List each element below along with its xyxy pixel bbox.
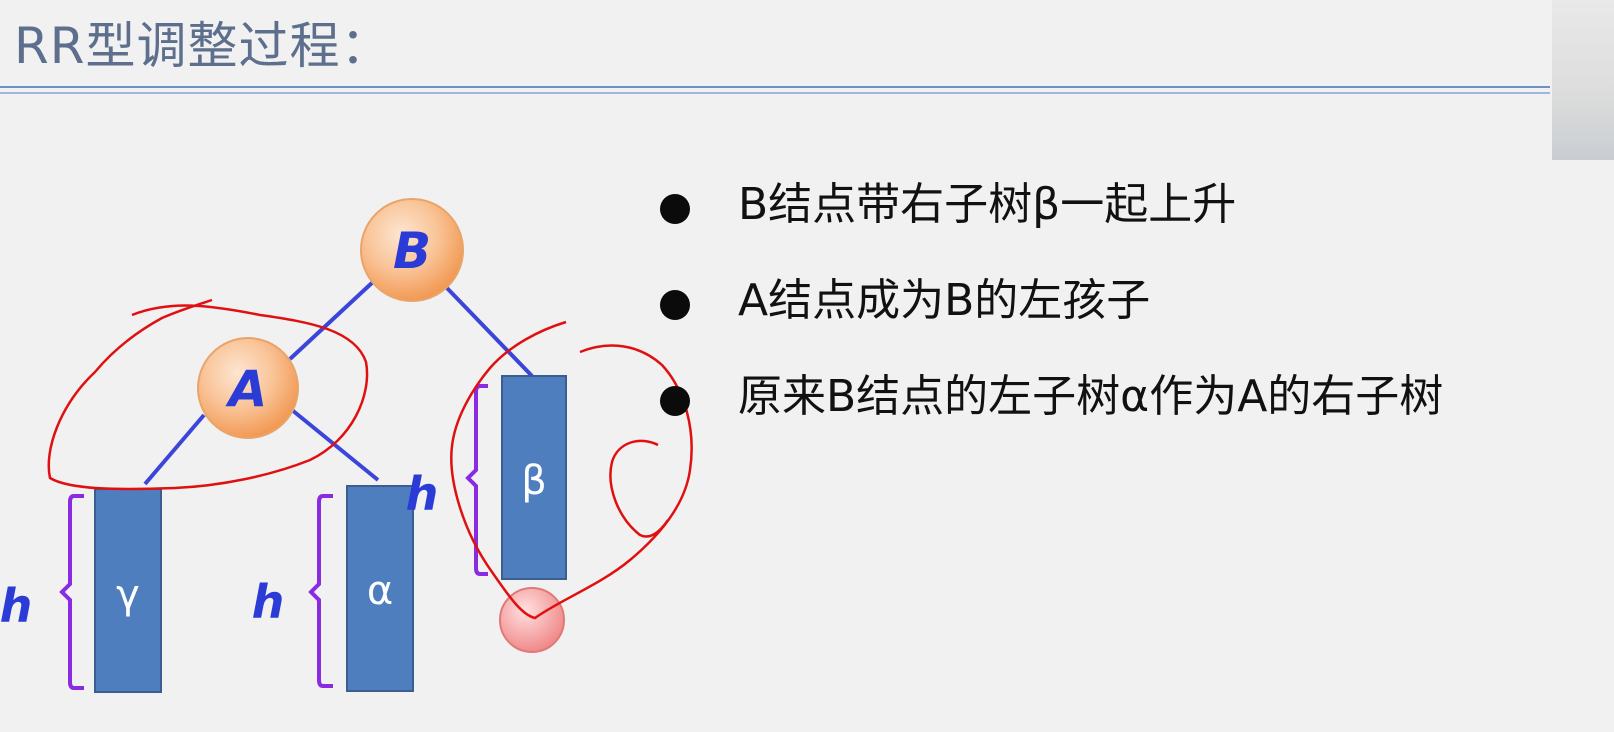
bullet-dot: [660, 290, 690, 320]
slide-title: RR型调整过程：: [14, 17, 392, 75]
brace-gamma: [59, 494, 84, 690]
edge-a-alpha: [290, 408, 380, 482]
height-label-beta: h: [406, 467, 439, 521]
node-a: [197, 337, 299, 439]
height-label-gamma: h: [0, 579, 32, 633]
annotation-circle-a: [47, 298, 369, 491]
webcam-overlay: [1552, 0, 1614, 160]
node-a-label: A: [225, 360, 268, 418]
brace-beta: [465, 384, 488, 576]
bullet-dot: [660, 194, 690, 224]
bullet-text: A结点成为B的左孩子: [738, 275, 1151, 326]
subtree-gamma: [94, 488, 162, 693]
node-b: [360, 198, 464, 302]
subtree-beta-label: β: [521, 458, 547, 504]
bullet-text: B结点带右子树β一起上升: [738, 179, 1237, 230]
brace-alpha: [308, 494, 333, 688]
title-rule: [0, 86, 1550, 88]
subtree-alpha-label: α: [367, 568, 393, 614]
subtree-beta: [501, 375, 567, 580]
edge-b-a: [288, 279, 376, 361]
edge-a-gamma: [143, 413, 206, 486]
annotation-swirl: [609, 439, 670, 538]
bullet-dot: [660, 386, 690, 416]
edge-b-beta: [444, 285, 534, 378]
subtree-gamma-label: γ: [116, 572, 140, 618]
bullet-text: 原来B结点的左子树α作为A的右子树: [738, 371, 1444, 422]
title-rule-secondary: [0, 92, 1550, 94]
node-b-label: B: [393, 222, 431, 280]
subtree-alpha: [346, 485, 414, 692]
height-label-alpha: h: [252, 575, 285, 629]
